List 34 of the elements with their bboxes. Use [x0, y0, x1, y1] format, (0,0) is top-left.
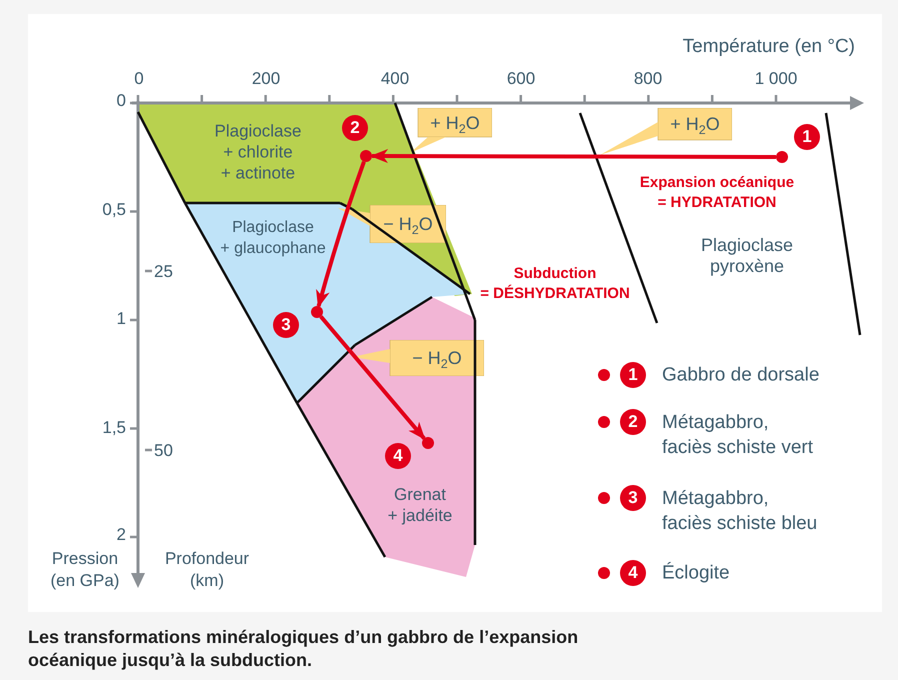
axis-tick-label: 0,5: [102, 200, 126, 220]
axis-tick-label: 800: [634, 69, 662, 89]
axis-tick-label: 2: [116, 525, 126, 545]
axis-tick-label: 1 000: [754, 69, 798, 89]
legend-label: Éclogite: [662, 561, 731, 586]
figure-caption: Les transformations minéralogiques d’un gabbro de l’expansion océanique jusqu’à la subduction.: [28, 626, 580, 672]
axis-title: Température (en °C): [682, 37, 855, 57]
legend-label: Métagabbro, faciès schiste bleu: [662, 487, 818, 536]
water-change-label: − H$_{2}$O: [412, 347, 462, 369]
axis-tick-label: 0: [134, 69, 144, 89]
legend-label: Gabbro de dorsale: [662, 364, 820, 388]
field-label: Grenat + jadéite: [386, 484, 454, 526]
axis-tick-label: 1,5: [102, 418, 126, 438]
process-arrow: [316, 160, 366, 308]
process-arrow: [319, 315, 426, 440]
process-arrow: [370, 149, 776, 164]
axis-tick-label: 0: [116, 91, 126, 111]
field-label: Plagioclase + chlorite + actinote: [214, 120, 302, 184]
legend-label: Métagabbro, faciès schiste vert: [662, 411, 814, 460]
axis-tick-label: 200: [252, 69, 280, 89]
process-label: Expansion océanique = HYDRATATION: [638, 173, 796, 213]
process-label: Subduction = DÉSHYDRATATION: [479, 264, 631, 304]
water-change-label: + H$_{2}$O: [670, 113, 720, 135]
axis-title: Pression (en GPa): [50, 548, 120, 592]
axis-tick-label: 25: [154, 262, 173, 282]
water-change-label: − H$_{2}$O: [383, 213, 433, 235]
axis-title: Profondeur (km): [164, 548, 250, 592]
field-label: Plagioclase + glaucophane: [219, 218, 327, 259]
axis-tick-label: 400: [380, 69, 410, 89]
axis-tick-label: 600: [506, 69, 536, 89]
field-label: Plagioclase pyroxène: [700, 235, 794, 277]
axis-tick-label: 1: [116, 309, 126, 329]
water-change-label: + H$_{2}$O: [430, 112, 480, 134]
axis-tick-label: 50: [154, 441, 173, 461]
